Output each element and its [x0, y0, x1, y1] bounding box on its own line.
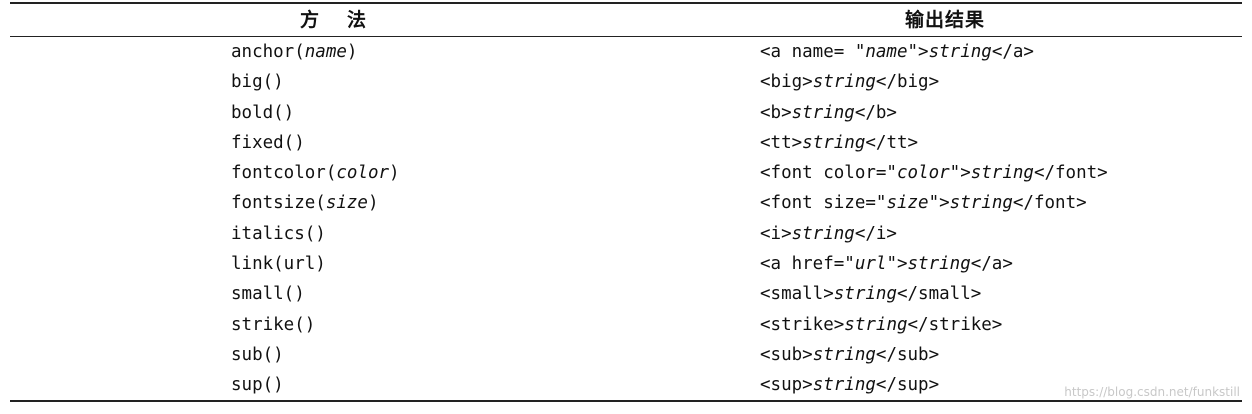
output-cell: <a name= "name">string</a> — [760, 42, 1034, 62]
output-cell: <i>string</i> — [760, 223, 897, 244]
output-cell: <sup>string</sup> — [760, 375, 940, 396]
output-cell: <a href="url">string</a> — [760, 254, 1013, 275]
output-cell: <small>string</small> — [760, 284, 982, 305]
output-cell: <strike>string</strike> — [760, 314, 1003, 335]
table-row: big() <big>string</big> — [10, 67, 1242, 97]
table-row: strike() <strike>string</strike> — [10, 310, 1242, 340]
table-row: fixed() <tt>string</tt> — [10, 128, 1242, 158]
method-cell: big() — [231, 72, 284, 93]
watermark: https://blog.csdn.net/funkstill — [1064, 385, 1240, 399]
method-cell: small() — [231, 284, 305, 305]
table-row: fontsize(size) <font size="size">string<… — [10, 188, 1242, 218]
method-cell: fontsize(size) — [231, 193, 379, 214]
table-row: fontcolor(color) <font color="color">str… — [10, 158, 1242, 188]
method-cell: strike() — [231, 314, 316, 335]
method-cell: fixed() — [231, 132, 305, 153]
table-row: sub() <sub>string</sub> — [10, 340, 1242, 370]
table-row: anchor(name) <a name= "name">string</a> — [10, 37, 1242, 67]
table-body: anchor(name) <a name= "name">string</a> … — [10, 37, 1242, 401]
string-methods-table: 方法 输出结果 anchor(name) <a name= "name">str… — [10, 2, 1242, 401]
output-cell: <b>string</b> — [760, 102, 897, 123]
method-cell: fontcolor(color) — [231, 163, 400, 184]
method-cell: italics() — [231, 223, 326, 244]
output-cell: <sub>string</sub> — [760, 344, 940, 365]
table-header-row: 方法 输出结果 — [10, 4, 1242, 36]
output-cell: <big>string</big> — [760, 72, 940, 93]
table-header-rule — [10, 36, 1242, 37]
table-bottom-rule — [10, 400, 1242, 402]
method-cell: sub() — [231, 344, 284, 365]
output-cell: <font color="color">string</font> — [760, 163, 1108, 184]
method-cell: bold() — [231, 102, 295, 123]
table-row: small() <small>string</small> — [10, 279, 1242, 309]
header-method: 方法 — [300, 9, 395, 31]
table-row: bold() <b>string</b> — [10, 98, 1242, 128]
output-cell: <tt>string</tt> — [760, 132, 919, 153]
method-cell: link(url) — [231, 254, 326, 275]
header-output: 输出结果 — [905, 9, 986, 31]
table-row: link(url) <a href="url">string</a> — [10, 249, 1242, 279]
table-row: sup() <sup>string</sup> — [10, 370, 1242, 400]
method-cell: anchor(name) — [231, 42, 358, 62]
table-row: italics() <i>string</i> — [10, 219, 1242, 249]
output-cell: <font size="size">string</font> — [760, 193, 1087, 214]
method-cell: sup() — [231, 375, 284, 396]
table-top-rule — [10, 2, 1242, 4]
